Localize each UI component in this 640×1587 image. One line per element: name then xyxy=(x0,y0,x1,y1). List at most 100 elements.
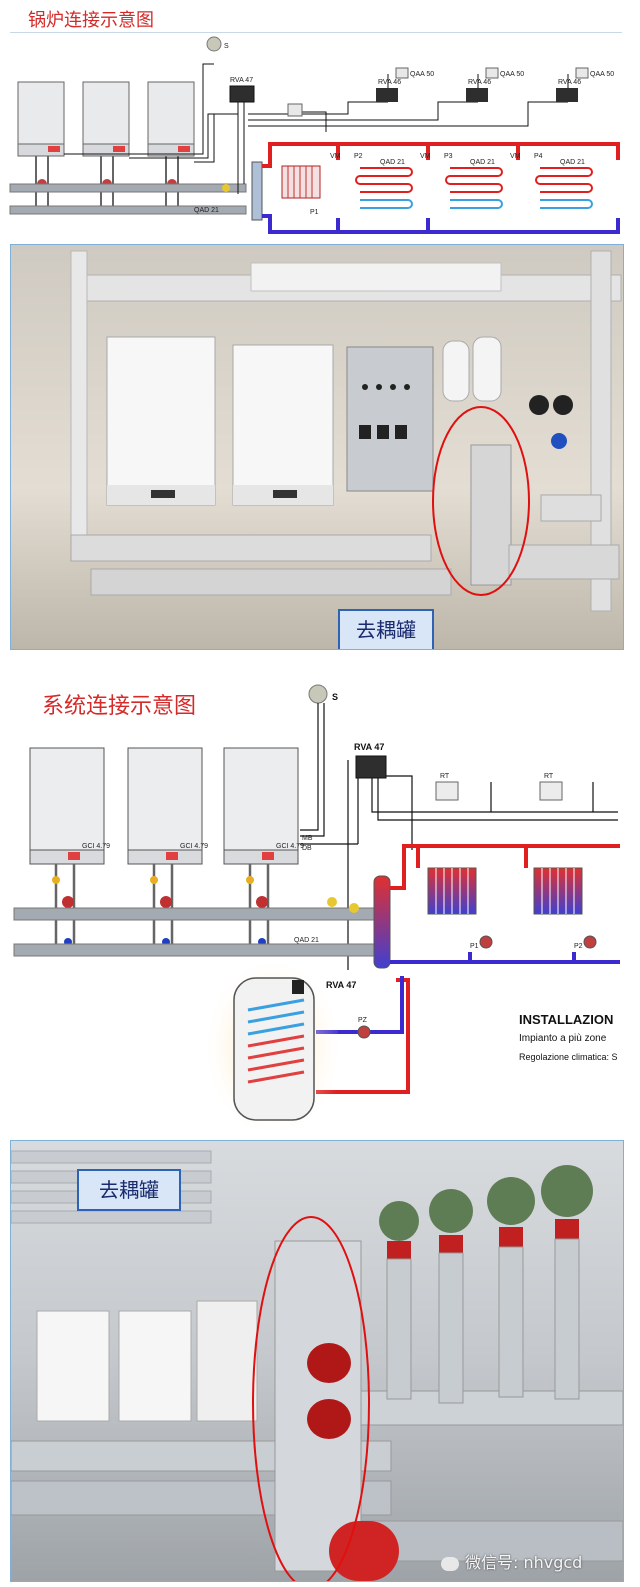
wechat-icon xyxy=(441,1556,459,1571)
rva46-controller xyxy=(556,88,578,102)
wechat-watermark: 微信号: nhvgcd xyxy=(441,1549,582,1573)
room-unit xyxy=(485,67,499,79)
boiler-cabinet xyxy=(106,336,216,506)
zone-controller-label: RVA 46 xyxy=(378,79,401,86)
boiler-unit xyxy=(29,747,105,865)
pump-icon xyxy=(357,1025,371,1039)
hydraulic-separator xyxy=(470,444,512,586)
p1-label: P1 xyxy=(470,943,479,950)
boiler-room-photo-1: 去耦罐 xyxy=(10,244,624,650)
pump-label: P3 xyxy=(444,153,453,160)
bottom-rva47-label: RVA 47 xyxy=(354,742,384,752)
rva46-controller xyxy=(466,88,488,102)
room-unit xyxy=(395,67,409,79)
return-pipe xyxy=(316,952,620,1034)
circulation-pump xyxy=(487,1177,535,1247)
boiler-cabinet xyxy=(118,1310,192,1422)
rva47-controller xyxy=(229,85,255,103)
circulation-pump xyxy=(379,1201,419,1259)
room-unit-label: QAA 50 xyxy=(500,71,524,78)
radiator xyxy=(533,867,583,915)
zone-controller-label: RVA 46 xyxy=(468,79,491,86)
boiler-model-label: GCI 4.79 xyxy=(276,843,304,850)
circulation-pump xyxy=(541,1165,593,1239)
room-unit-label: QAA 50 xyxy=(590,71,614,78)
floor-heating-loop xyxy=(535,167,593,209)
db-label: DB xyxy=(302,845,312,852)
hydraulic-separator xyxy=(251,161,263,221)
top-sensor-label: S xyxy=(224,43,229,50)
top-diagram-title: 锅炉连接示意图 xyxy=(28,10,154,31)
radiator xyxy=(427,867,477,915)
photo2-separator-badge: 去耦罐 xyxy=(77,1169,181,1211)
boiler-unit xyxy=(82,81,130,157)
flow-header xyxy=(9,183,247,193)
top-p1-label: P1 xyxy=(310,209,319,216)
vm-label: VM xyxy=(420,153,431,160)
pump-label: P4 xyxy=(534,153,543,160)
hot-water-tank xyxy=(233,977,315,1121)
rt-label: RT xyxy=(440,773,450,780)
radiator xyxy=(281,165,321,199)
boiler-model-label: GCI 4.79 xyxy=(82,843,110,850)
boiler-room-photo-2: 去耦罐 微信号: nhvgcd xyxy=(10,1140,624,1582)
installation-subtitle: Impianto a più zone xyxy=(519,1033,607,1044)
room-thermostat xyxy=(287,103,303,117)
qad-label: QAD 21 xyxy=(380,159,405,166)
photo-1-illustration xyxy=(70,250,622,612)
outdoor-sensor-icon xyxy=(206,36,222,52)
boiler-unit xyxy=(223,747,299,865)
boiler-unit xyxy=(147,81,195,157)
main-qad-label: QAD 21 xyxy=(194,207,219,214)
system-connection-diagram: S GCI 4.79 GCI 4.79 GCI 4.79 MB DB xyxy=(13,684,620,1130)
p2-label: P2 xyxy=(574,943,583,950)
pump-icon xyxy=(583,935,597,949)
room-thermostat xyxy=(435,781,459,801)
boiler-unit xyxy=(17,81,65,157)
photo-2-illustration xyxy=(11,1150,623,1581)
return-header xyxy=(9,205,247,215)
qad-label: QAD 21 xyxy=(560,159,585,166)
hydraulic-separator xyxy=(373,875,391,969)
bottom-diagram-title: 系统连接示意图 xyxy=(42,694,197,719)
vm-label: VM xyxy=(510,153,521,160)
boiler-unit xyxy=(127,747,203,865)
supply-pipe xyxy=(262,142,620,168)
mb-label: MB xyxy=(302,835,313,842)
rt-label: RT xyxy=(544,773,554,780)
pump-icon xyxy=(479,935,493,949)
pump-label: P2 xyxy=(354,153,363,160)
room-unit xyxy=(575,67,589,79)
photo1-separator-badge: 去耦罐 xyxy=(338,609,434,649)
boiler-cabinet xyxy=(36,1310,110,1422)
rva46-controller xyxy=(376,88,398,102)
separator-highlight-ellipse xyxy=(432,406,530,596)
return-header xyxy=(13,943,381,957)
qad-label: QAD 21 xyxy=(470,159,495,166)
boiler-connection-diagram: S RVA 47 RVA 46 RVA 46 RVA 46 QAA 50 QAA… xyxy=(9,36,620,234)
room-thermostat xyxy=(539,781,563,801)
return-pipe xyxy=(262,214,620,234)
installation-title: INSTALLAZION xyxy=(519,1012,614,1027)
zone-controller-label: RVA 46 xyxy=(558,79,581,86)
control-panel xyxy=(346,346,434,492)
bottom-sensor-label: S xyxy=(332,692,338,702)
installation-regulation: Regolazione climatica: S xyxy=(519,1052,618,1062)
boiler-model-label: GCI 4.79 xyxy=(180,843,208,850)
vm-label: VM xyxy=(330,153,341,160)
room-unit-label: QAA 50 xyxy=(410,71,434,78)
floor-heating-loop xyxy=(355,167,413,209)
separator-highlight-ellipse xyxy=(252,1216,370,1581)
pz-label: PZ xyxy=(358,1017,368,1024)
title-divider xyxy=(10,32,622,33)
floor-heating-loop xyxy=(445,167,503,209)
top-rva47-label: RVA 47 xyxy=(230,77,253,84)
qad-label: QAD 21 xyxy=(294,937,319,944)
watermark-text: 微信号: nhvgcd xyxy=(465,1553,583,1572)
circulation-pump xyxy=(429,1189,473,1253)
rva47-controller xyxy=(355,755,387,779)
tank-controller-label: RVA 47 xyxy=(326,980,356,990)
boiler-cabinet xyxy=(232,344,334,506)
outdoor-sensor-icon xyxy=(308,684,328,704)
flow-header xyxy=(13,907,381,921)
